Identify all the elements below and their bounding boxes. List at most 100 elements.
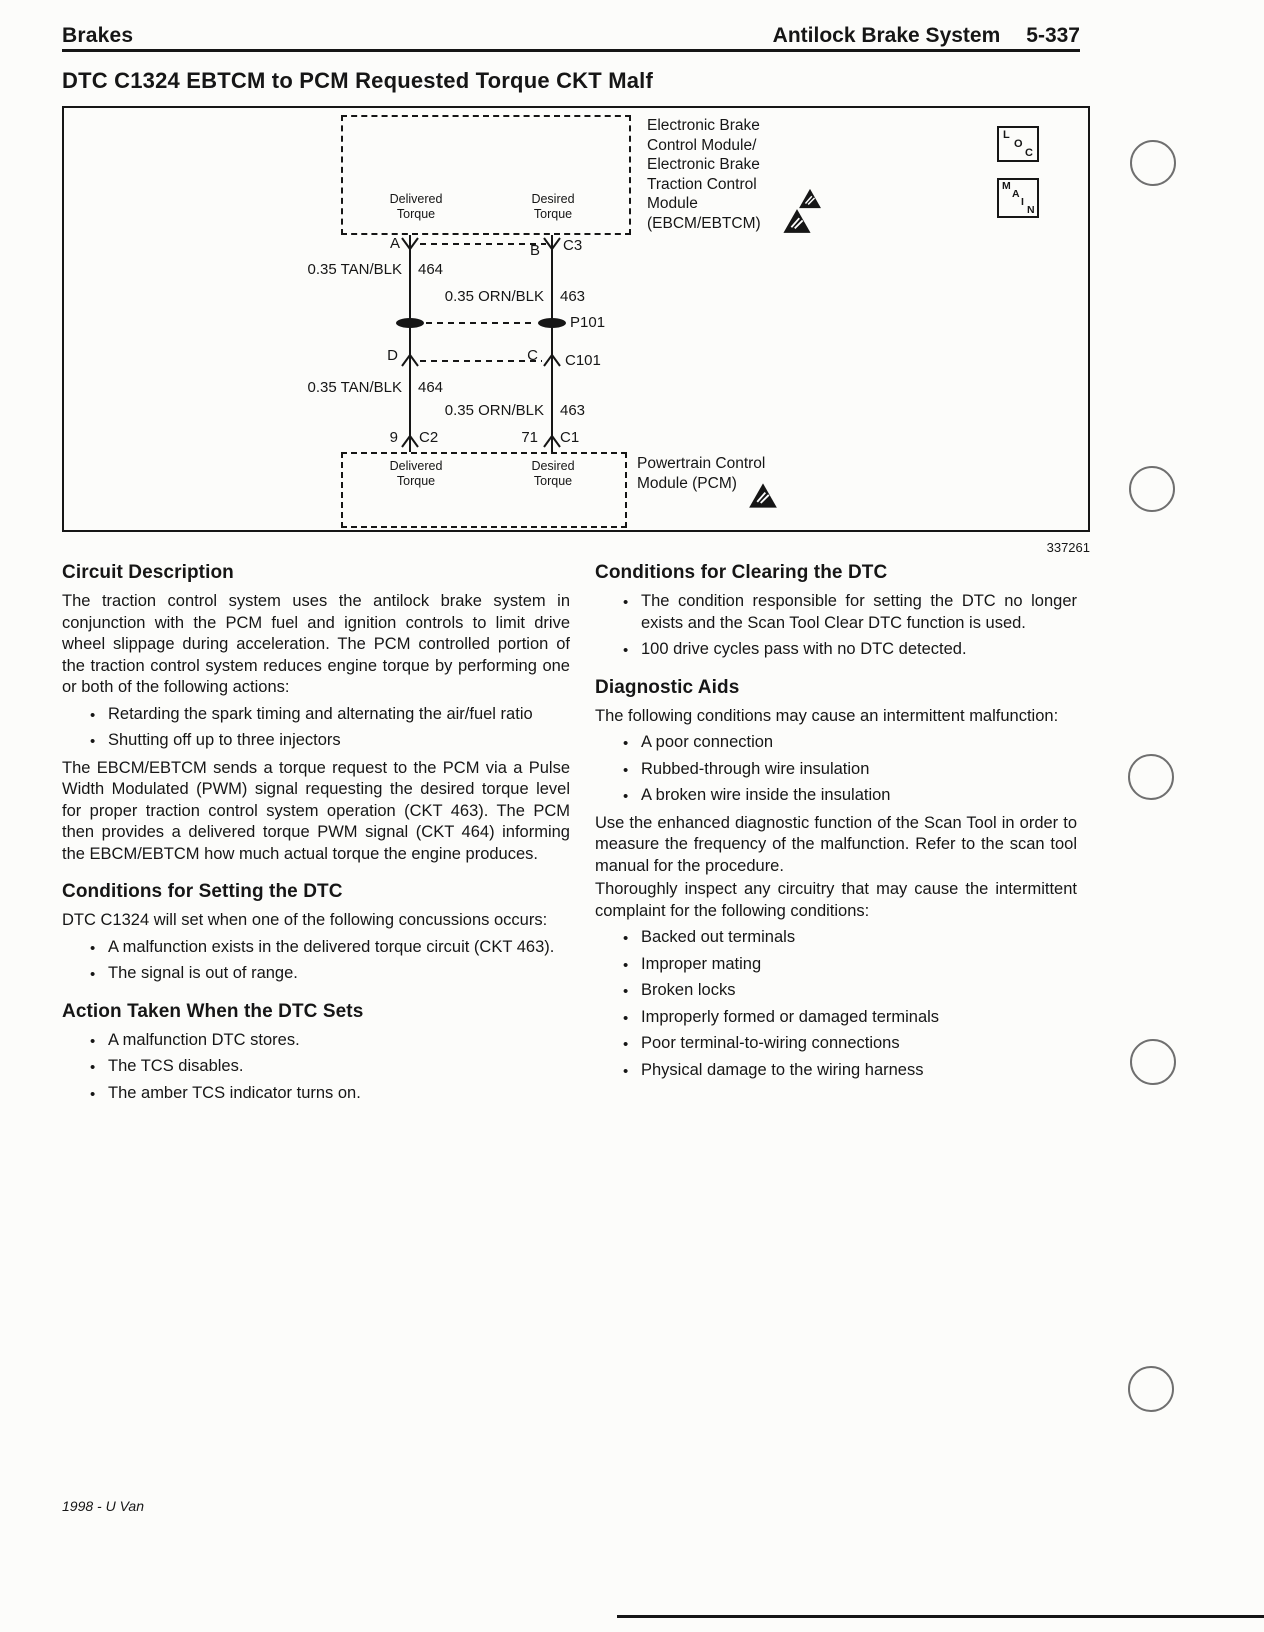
left-column: Circuit Description The traction control… [62,562,570,1110]
main-letter: M [1002,180,1011,192]
connector-label-c1: C1 [560,429,580,446]
grommet-label-p101: P101 [570,314,606,331]
pin-label-d: D [387,347,398,364]
bullet-item: The condition responsible for setting th… [595,591,1077,634]
pcm-title-line: Module (PCM) [637,474,737,492]
bullet-item: 100 drive cycles pass with no DTC detect… [595,639,1077,661]
main-hotlink-icon: M A I N [997,178,1039,218]
main-letter: N [1027,204,1035,216]
pin-label-71: 71 [521,429,538,446]
circuit-number-464: 464 [418,261,444,278]
pin-label-a: A [389,235,400,252]
bullet-list: Backed out terminals Improper mating Bro… [595,927,1077,1082]
paragraph: Thoroughly inspect any circuitry that ma… [595,880,1077,920]
loc-hotlink-icon: L O C [997,126,1039,162]
bullet-item: The amber TCS indicator turns on. [62,1083,570,1104]
bullet-item: A poor connection [595,732,1077,754]
pin-label-c: C [527,347,538,364]
figure-number: 337261 [1046,540,1090,555]
bullet-item: Backed out terminals [595,927,1077,949]
page-title: DTC C1324 EBTCM to PCM Requested Torque … [62,68,654,93]
pin-label-9: 9 [389,429,398,446]
section-heading-action-taken: Action Taken When the DTC Sets [62,1000,364,1022]
esd-warning-icon [783,209,811,233]
section-heading-conditions-setting: Conditions for Setting the DTC [62,881,343,902]
bullet-item: Rubbed-through wire insulation [595,759,1077,780]
ebcm-title: Electronic Brake Control Module/ Electro… [647,116,761,233]
pcm-title-line: Powertrain Control [637,455,766,472]
esd-warning-icon [749,483,777,508]
loc-letter: O [1014,138,1023,150]
section-heading-conditions-clearing: Conditions for Clearing the DTC [595,562,888,583]
bullet-item: The signal is out of range. [62,963,570,985]
header-section-left: Brakes [62,24,134,47]
header-page-number: 5-337 [1026,24,1080,47]
ebcm-title-line: Electronic Brake [647,156,760,173]
bullet-list: The condition responsible for setting th… [595,591,1077,661]
punch-hole [1129,466,1175,512]
bullet-item: Broken locks [595,980,1077,1002]
bullet-item: A malfunction exists in the delivered to… [62,937,570,958]
bullet-item: Poor terminal-to-wiring connections [595,1033,1077,1055]
bullet-item: A malfunction DTC stores. [62,1030,570,1051]
pcm-title: Powertrain Control Module (PCM) [637,454,765,493]
bottom-rule [617,1615,1264,1618]
bullet-item: Retarding the spark timing and alternati… [62,704,570,725]
connector-label-c101: C101 [565,352,601,369]
wiring-diagram: Delivered Torque Desired Torque Electron… [62,106,1090,532]
circuit-number-463: 463 [560,402,586,419]
section-heading-diagnostic-aids: Diagnostic Aids [595,676,740,698]
bullet-item: A broken wire inside the insulation [595,785,1077,807]
pcm-module-box [341,452,627,528]
punch-hole [1130,140,1176,186]
footer-model-year: 1998 - U Van [62,1498,144,1514]
bullet-item: Improperly formed or damaged terminals [595,1007,1077,1028]
punch-hole [1128,1366,1174,1412]
circuit-number-464: 464 [418,379,444,396]
ebcm-title-line: (EBCM/EBTCM) [647,214,761,232]
header-section-right: Antilock Brake System [772,24,1001,47]
bullet-list: A malfunction exists in the delivered to… [62,937,570,985]
paragraph: DTC C1324 will set when one of the follo… [62,911,548,929]
ebcm-desired-torque-label: Desired Torque [531,192,575,221]
right-column: Conditions for Clearing the DTC The cond… [595,562,1077,1087]
loc-letter: L [1003,129,1010,141]
wiring-lines [396,235,566,452]
bullet-item: Physical damage to the wiring harness [595,1060,1077,1081]
bullet-item: The TCS disables. [62,1056,570,1078]
punch-hole [1128,754,1174,800]
ebcm-title-line: Electronic Brake [647,117,760,134]
paragraph: The traction control system uses the ant… [62,592,570,696]
ebcm-title-line: Traction Control [647,175,757,193]
paragraph: The EBCM/EBTCM sends a torque request to… [62,758,570,863]
pin-label-b: B [529,242,540,259]
paragraph: Use the enhanced diagnostic function of … [595,813,1077,875]
loc-letter: C [1025,147,1033,159]
esd-warning-icon [799,188,821,209]
header-right: Antilock Brake System 5-337 [62,24,1080,48]
wire-label-tan-blk: 0.35 TAN/BLK [307,379,403,396]
main-letter: A [1012,188,1020,200]
connector-label-c2: C2 [419,429,439,446]
ebcm-module-box [341,115,631,235]
punch-hole [1130,1039,1176,1085]
wire-label-orn-blk: 0.35 ORN/BLK [444,288,544,305]
ebcm-delivered-torque-label: Delivered Torque [389,192,443,221]
section-heading-circuit-description: Circuit Description [62,562,234,583]
bullet-list: A malfunction DTC stores. The TCS disabl… [62,1030,570,1104]
header-rule [62,49,1080,52]
wire-label-tan-blk: 0.35 TAN/BLK [307,261,403,278]
bullet-item: Shutting off up to three injectors [62,730,570,752]
ebcm-title-line: Module [647,195,698,212]
bullet-item: Improper mating [595,954,1077,975]
pcm-delivered-torque-label: Delivered Torque [389,459,443,488]
pcm-desired-torque-label: Desired Torque [531,459,575,488]
bullet-list: A poor connection Rubbed-through wire in… [595,732,1077,807]
circuit-number-463: 463 [560,288,586,305]
main-letter: I [1021,196,1024,208]
wire-label-orn-blk: 0.35 ORN/BLK [444,402,544,419]
connector-label-c3: C3 [563,237,583,254]
paragraph: The following conditions may cause an in… [595,706,1059,725]
ebcm-title-line: Control Module/ [647,136,757,154]
